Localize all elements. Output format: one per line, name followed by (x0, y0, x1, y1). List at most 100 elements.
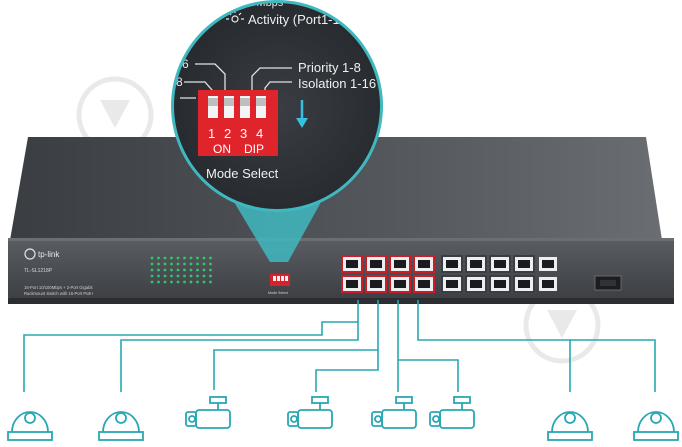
dip-dip-label: DIP (244, 142, 264, 156)
status-led (150, 280, 154, 284)
rj45-socket (518, 280, 530, 288)
status-led (183, 256, 186, 260)
bullet-camera-icon (185, 396, 231, 429)
status-led (196, 268, 199, 272)
status-led (170, 280, 173, 284)
sfp-slot (594, 275, 622, 291)
callout-isolation-label: Isolation 1-16 (298, 76, 376, 91)
status-led (170, 256, 173, 260)
camera-row (7, 396, 679, 441)
status-led (196, 256, 199, 260)
down-arrow-icon (296, 100, 308, 128)
callout-mode-select-label: Mode Select (206, 166, 279, 181)
status-led (189, 274, 193, 278)
rj45-socket (418, 280, 430, 288)
rj45-socket (494, 260, 506, 268)
status-led (170, 262, 173, 266)
dome-camera-icon (7, 411, 53, 441)
status-led (189, 256, 193, 260)
bullet-camera-icon (371, 396, 417, 429)
callout-partial-mid: 8 (176, 75, 183, 89)
rj45-socket (542, 260, 554, 268)
status-led (196, 280, 199, 284)
status-led (202, 274, 206, 278)
status-led (170, 268, 173, 272)
switch-brand: tp-link (38, 250, 60, 259)
rj45-socket (370, 280, 382, 288)
status-led (176, 256, 180, 260)
status-led (176, 274, 180, 278)
callout-priority-label: Priority 1-8 (298, 60, 361, 75)
status-led (163, 256, 167, 260)
dip-number-3: 3 (240, 126, 247, 141)
status-led (209, 268, 212, 272)
switch-description-2: Rackmount Switch with 16-Port PoE+ (24, 291, 94, 296)
status-led (176, 268, 180, 272)
rj45-port-array (341, 255, 557, 293)
status-led (163, 274, 167, 278)
status-led (183, 268, 186, 272)
status-led (209, 262, 212, 266)
status-led (150, 256, 154, 260)
rj45-socket (494, 280, 506, 288)
callout-partial-top: 6 (182, 57, 189, 71)
status-led (183, 262, 186, 266)
status-led (183, 280, 186, 284)
callout-activity-label: Activity (Port1-16) (248, 12, 351, 27)
dome-camera-icon (98, 411, 144, 441)
rj45-socket (346, 280, 358, 288)
status-led (189, 268, 193, 272)
status-led-matrix (150, 256, 212, 284)
status-led (209, 280, 212, 284)
rj45-socket (470, 280, 482, 288)
status-led (157, 274, 160, 278)
status-led (202, 280, 206, 284)
rj45-socket (346, 260, 358, 268)
status-led (176, 280, 180, 284)
dome-camera-icon (633, 411, 679, 441)
bullet-camera-icon (429, 396, 475, 429)
rj45-socket (446, 260, 458, 268)
panel-mode-select-label: Mode Select (268, 291, 288, 295)
bullet-camera-icon (287, 396, 333, 429)
dip-number-2: 2 (224, 126, 231, 141)
rj45-socket (370, 260, 382, 268)
poe-cables (23, 300, 656, 392)
callout-speed-partial: ...00Mbps (235, 0, 284, 9)
status-led (170, 274, 173, 278)
status-led (150, 262, 154, 266)
status-led (163, 280, 167, 284)
dip-switch: 1 2 3 4 ON DIP (198, 90, 278, 156)
panel-dip-switch: Mode Select (268, 274, 290, 295)
status-led (163, 268, 167, 272)
switch-description-1: 16-Port 10/100Mbps + 2-Port Gigabit (24, 285, 93, 290)
dome-camera-icon (547, 411, 593, 441)
status-led (157, 268, 160, 272)
mode-select-callout: ...00Mbps Activity (Port1-16) 6 8 Priori… (171, 0, 383, 212)
status-led (202, 262, 206, 266)
switch-front-panel: tp-link TL-SL1218P 16-Port 10/100Mbps + … (24, 248, 94, 296)
rj45-socket (470, 260, 482, 268)
rj45-socket (394, 280, 406, 288)
status-led (150, 268, 154, 272)
dip-on-label: ON (213, 142, 231, 156)
tp-link-logo-icon (24, 248, 36, 260)
status-led (209, 256, 212, 260)
switch-model: TL-SL1218P (24, 268, 53, 274)
status-led (163, 262, 167, 266)
rj45-socket (518, 260, 530, 268)
rj45-socket (446, 280, 458, 288)
status-led (196, 274, 199, 278)
status-led (150, 274, 154, 278)
status-led (176, 262, 180, 266)
dip-number-1: 1 (208, 126, 215, 141)
status-led (202, 268, 206, 272)
status-led (189, 262, 193, 266)
status-led (157, 262, 160, 266)
rj45-socket (394, 260, 406, 268)
status-led (189, 280, 193, 284)
status-led (202, 256, 206, 260)
dip-number-4: 4 (256, 126, 263, 141)
rj45-socket (542, 280, 554, 288)
